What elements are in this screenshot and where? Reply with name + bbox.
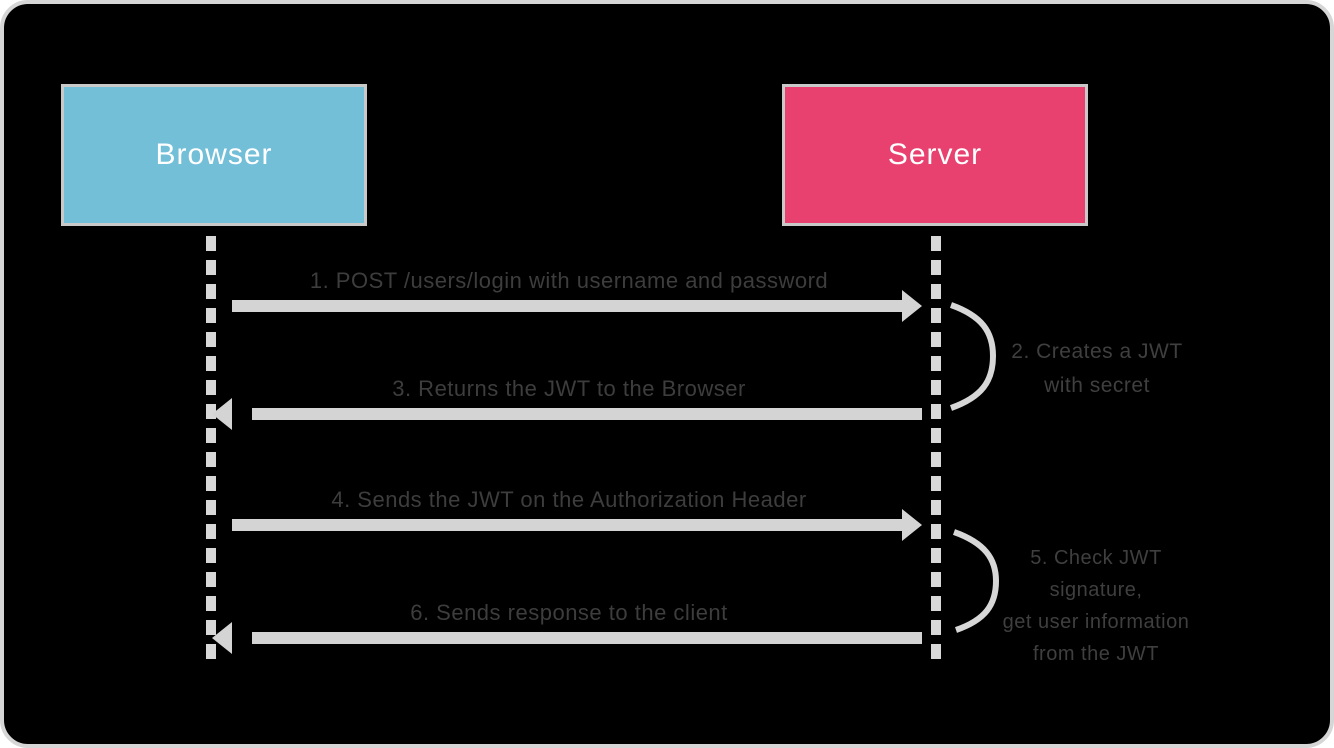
message-label-4: 6. Sends response to the client [410,600,728,625]
message-label-2: 3. Returns the JWT to the Browser [392,376,746,401]
message-arrow-2 [252,408,922,420]
note-line: with secret [1044,374,1150,397]
message-label-3: 4. Sends the JWT on the Authorization He… [331,487,807,512]
message-label-1: 1. POST /users/login with username and p… [309,268,829,293]
actor-box-server: Server [782,84,1088,226]
arrowhead-right-icon [902,290,922,322]
lifeline-server [931,236,941,666]
message-arrow-1 [232,300,902,312]
actor-box-browser: Browser [61,84,367,226]
note-line: get user information [1002,611,1190,633]
note-line: 5. Check JWT signature, [1030,547,1162,601]
note-line: from the JWT [1032,643,1159,665]
message-arrow-3 [232,519,902,531]
server-note-2: 5. Check JWT signature, get user informa… [989,542,1203,670]
brace-icon [949,302,997,411]
arrowhead-left-icon [212,622,232,654]
message-arrow-4 [252,632,922,644]
actor-label-server: Server [887,138,983,171]
arrowhead-right-icon [902,509,922,541]
lifeline-browser [206,236,216,666]
arrowhead-left-icon [212,398,232,430]
server-note-1: 2. Creates a JWT with secret [992,335,1202,403]
note-line: 2. Creates a JWT [1011,340,1183,363]
actor-label-browser: Browser [155,138,273,171]
